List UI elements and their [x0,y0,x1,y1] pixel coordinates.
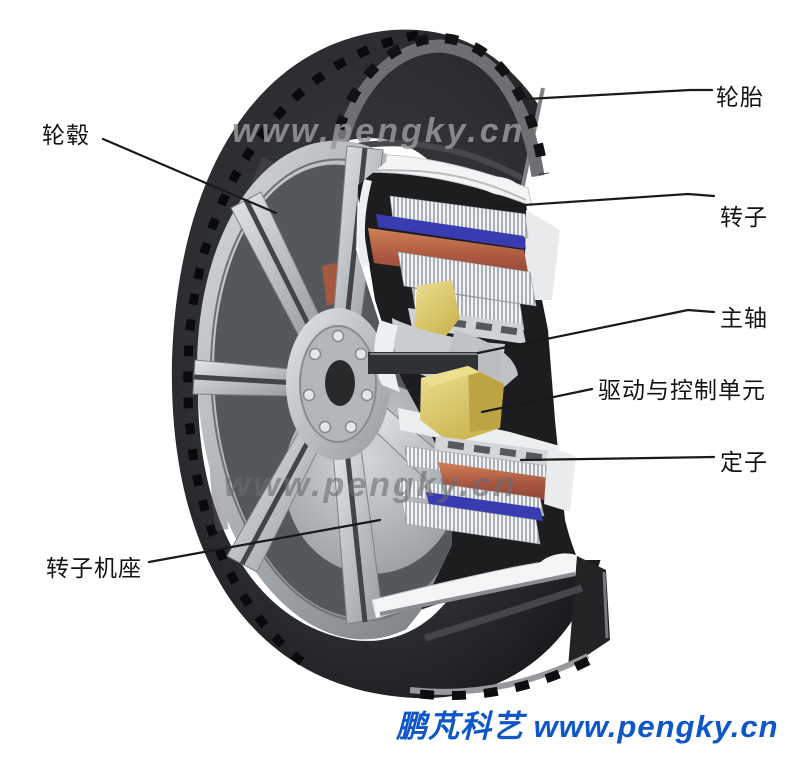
cutaway-background [517,84,760,560]
top-cut-tread-tabs [327,32,549,175]
label-main-shaft: 主轴 [720,305,768,331]
tire-tread-blocks [183,30,419,666]
leader-lines [101,88,716,564]
hub-bore [325,360,355,406]
upper-drive-unit-glimpse [414,280,460,346]
leader-stator [519,455,716,462]
watermark-middle: www.pengky.cn [224,466,517,504]
label-rotor-frame: 转子机座 [46,555,142,581]
upper-lamination-mid [397,251,537,307]
leader-rotor-frame [147,518,382,564]
leader-tire [525,88,714,101]
upper-magnet-blue-band [376,214,526,249]
label-rotor: 转子 [720,204,768,230]
hub-bolts [302,329,374,434]
tire-bottom-cut [379,556,610,701]
drive-unit-side-face [468,366,504,432]
label-stator: 定子 [720,449,768,475]
label-hub: 轮毂 [42,122,90,148]
drive-unit-top-face [421,366,480,386]
motor-stack-lower [397,366,576,545]
leader-hub [101,137,278,215]
top-cut-lip [331,39,545,177]
hub-assembly [286,308,390,460]
lower-end-cap [544,446,576,512]
rim-barrel-strip [356,179,372,268]
lower-copper-winding [438,462,556,502]
label-drive-control-unit: 驱动与控制单元 [598,377,766,403]
upper-end-cap [524,210,560,300]
leader-rotor [492,192,716,209]
bottom-cut-lip [379,572,576,616]
lower-magnet-blue-band [426,492,543,521]
bottom-cavity-liner [423,584,584,642]
watermark-top: www.pengky.cn [232,112,525,150]
rim-flange-top-hump [479,176,521,196]
label-tire: 轮胎 [716,84,764,110]
footer-brand: 鹏芃科艺 www.pengky.cn [396,709,779,744]
leader-drive-control-unit [480,387,594,414]
main-shaft [368,348,502,378]
leader-main-shaft [476,308,716,355]
main-shaft-tip [478,348,502,378]
bottom-cut-face [568,556,610,668]
bottom-cut-edge [602,571,609,639]
upper-lamination-top [389,195,529,239]
rim-flange-bottom-hump [538,553,582,575]
lower-lamination-bottom [401,499,541,545]
main-shaft-bar [368,352,497,374]
